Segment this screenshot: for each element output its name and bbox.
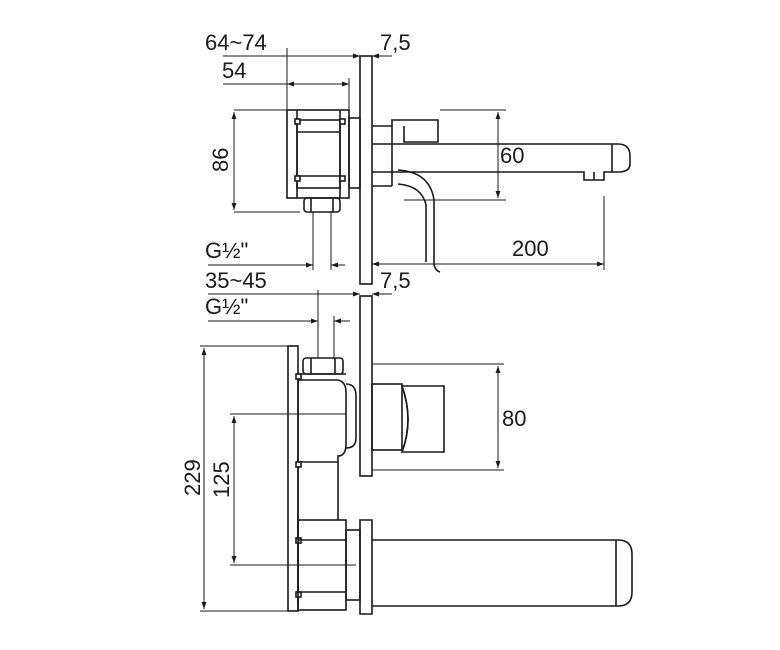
- dim-depth-range-front: 35~45: [205, 268, 360, 358]
- dim-handle-height-front: 80: [372, 363, 526, 471]
- connection-nut-top: [303, 197, 341, 270]
- dim-spout-reach-top: 200: [372, 196, 605, 270]
- dim-spout-reach-top-label: 200: [512, 236, 549, 261]
- dim-connection-front: G½": [205, 294, 350, 358]
- dim-plate-thickness-top-label: 7,5: [380, 30, 411, 55]
- dim-depth-range-top-label: 64~74: [205, 30, 267, 55]
- dim-plate-thickness-top: 7,5: [340, 30, 411, 59]
- handle-lever-top: [372, 119, 441, 273]
- dim-body-height-top-label: 86: [208, 148, 233, 172]
- dim-total-height-front-label: 229: [180, 459, 205, 496]
- connection-nut-front: [302, 357, 344, 375]
- dim-connection-top-label: G½": [205, 238, 248, 263]
- dim-body-height-top: 86: [208, 109, 300, 213]
- dim-inner-height-front-label: 125: [209, 461, 234, 498]
- dim-inner-height-front: 125: [209, 413, 356, 566]
- embedded-body-top: [286, 109, 361, 199]
- embedded-body-front: [287, 345, 361, 612]
- dim-connection-front-label: G½": [205, 294, 248, 319]
- dim-plate-thickness-front: 7,5: [372, 268, 411, 297]
- top-view: 64~74 7,5 54: [205, 30, 631, 285]
- dim-body-depth-top: 54: [222, 58, 350, 118]
- spout-top: [372, 143, 631, 181]
- dim-spout-height-top-label: 60: [500, 143, 524, 168]
- wall-plate-top: [359, 55, 373, 285]
- spout-front: [359, 519, 633, 615]
- dim-connection-top: G½": [205, 238, 345, 268]
- dim-spout-height-top: 60: [404, 109, 524, 201]
- dim-total-height-front: 229: [180, 345, 290, 612]
- dim-body-depth-top-label: 54: [222, 58, 246, 83]
- front-view: 35~45 7,5 G½": [180, 268, 633, 615]
- dim-handle-height-front-label: 80: [502, 406, 526, 431]
- dim-plate-thickness-front-label: 7,5: [380, 268, 411, 293]
- dim-depth-range-top: 64~74: [205, 30, 360, 115]
- dim-depth-range-front-label: 35~45: [205, 268, 267, 293]
- handle-front: [371, 383, 445, 453]
- wall-plate-front: [359, 295, 373, 477]
